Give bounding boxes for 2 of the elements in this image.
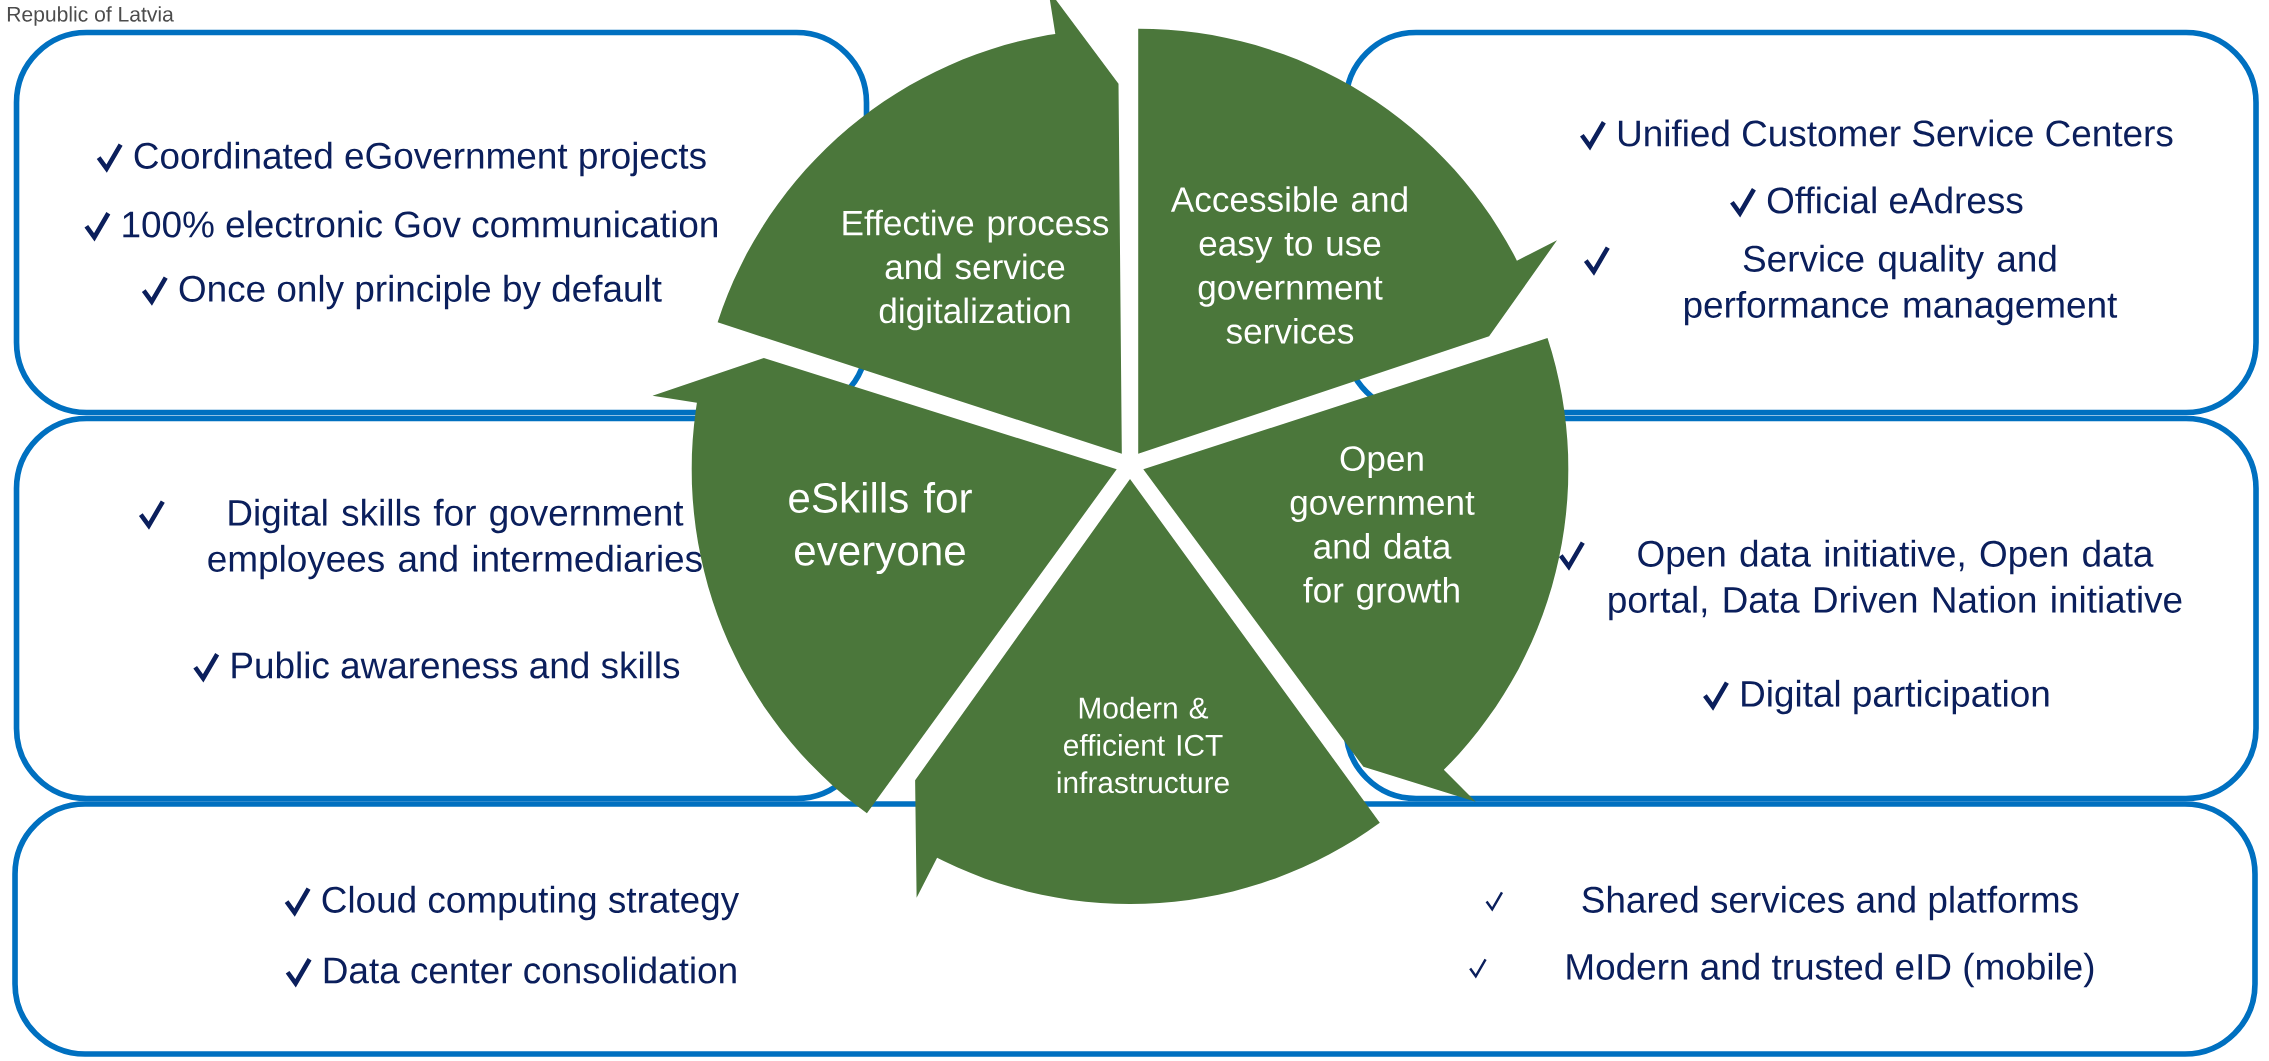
cycle-arrow-segment: Effective process and service digitalization <box>717 0 1122 454</box>
list-box: Cloud computing strategy Data center consolidation Shared services and platforms Modern and trusted eID (mobile) <box>12 801 2258 1057</box>
